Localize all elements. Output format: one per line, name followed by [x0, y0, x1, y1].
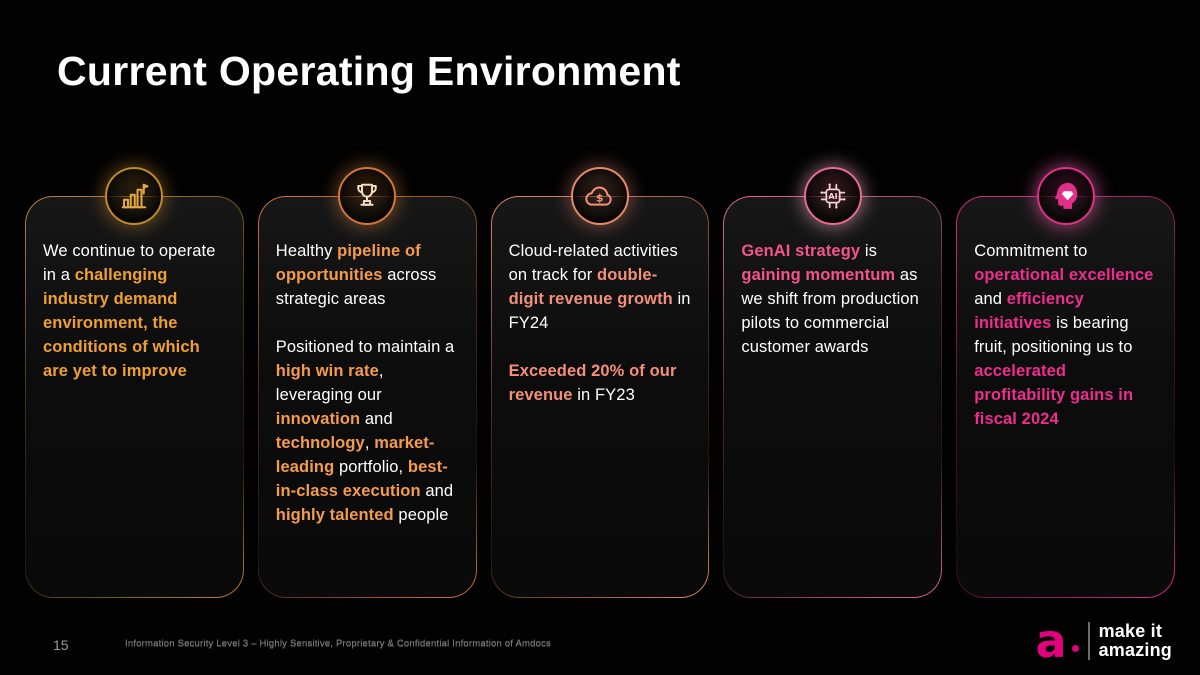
highlight-text: highly talented: [275, 506, 394, 524]
body-text: people: [393, 506, 449, 524]
card-body: We continue to operate in a challenging …: [43, 239, 226, 383]
genai-card: AI GenAI strategy is gaining momentum as…: [723, 167, 942, 598]
card-paragraph: We continue to operate in a challenging …: [43, 239, 226, 383]
body-text: as we shift from production pilots to co…: [741, 266, 919, 356]
cloud-revenue-card: $ Cloud-related activities on track for …: [491, 167, 710, 598]
card-paragraph: Exceeded 20% of our revenue in FY23: [509, 359, 692, 407]
industry-environment-card: We continue to operate in a challenging …: [25, 167, 244, 598]
svg-text:$: $: [596, 192, 603, 205]
highlight-text: operational excellence: [974, 266, 1154, 284]
card-paragraph: Commitment to operational excellence and…: [974, 239, 1157, 431]
profitability-card: Commitment to operational excellence and…: [956, 167, 1175, 598]
body-text: , leveraging our: [275, 362, 384, 404]
svg-text:AI: AI: [828, 192, 837, 201]
page-title: Current Operating Environment: [57, 48, 681, 94]
cloud-dollar-icon: $: [570, 167, 629, 225]
card-panel: We continue to operate in a challenging …: [25, 196, 244, 598]
body-text: Cloud-related activities on track for: [508, 242, 678, 284]
card-paragraph: GenAI strategy is gaining momentum as we…: [741, 239, 924, 359]
card-panel: Cloud-related activities on track for do…: [491, 196, 710, 598]
highlight-text: market-leading: [275, 434, 435, 476]
highlight-text: accelerated profitability gains in fisca…: [974, 362, 1134, 428]
body-text: We continue to operate in a: [43, 242, 216, 284]
brand-tagline: make it amazing: [1099, 622, 1172, 660]
highlight-text: double-digit revenue growth: [508, 266, 673, 308]
mind-diamond-icon: [1036, 167, 1095, 225]
ai-chip-icon: AI: [803, 167, 862, 225]
body-text: ,: [364, 434, 375, 452]
footer-classification-text: Information Security Level 3 – Highly Se…: [125, 638, 551, 649]
card-paragraph: Cloud-related activities on track for do…: [509, 239, 692, 335]
highlight-text: challenging industry demand environment,…: [43, 266, 200, 380]
highlight-text: GenAI strategy: [741, 242, 861, 260]
card-body: Commitment to operational excellence and…: [974, 239, 1157, 431]
highlight-text: innovation: [275, 410, 361, 428]
highlight-text: technology: [275, 434, 365, 452]
tagline-line-2: amazing: [1098, 640, 1172, 660]
body-text: in FY24: [508, 290, 691, 332]
highlight-text: pipeline of opportunities: [275, 242, 421, 284]
cards-row: We continue to operate in a challenging …: [25, 167, 1175, 598]
trophy-icon: [338, 167, 397, 225]
highlight-text: Exceeded 20% of our revenue: [508, 362, 677, 404]
body-text: and: [974, 290, 1007, 308]
amdocs-logo-icon: a: [1035, 614, 1067, 668]
card-body: GenAI strategy is gaining momentum as we…: [741, 239, 924, 359]
body-text: Commitment to: [974, 242, 1088, 260]
card-body: Cloud-related activities on track for do…: [509, 239, 692, 407]
highlight-text: gaining momentum: [741, 266, 896, 284]
body-text: portfolio,: [334, 458, 408, 476]
body-text: is bearing fruit, positioning us to: [974, 314, 1133, 356]
tagline-line-1: make it: [1098, 621, 1163, 641]
pipeline-card: Healthy pipeline of opportunities across…: [258, 167, 477, 598]
brand-lockup: a make it amazing: [1035, 614, 1172, 668]
highlight-text: efficiency initiatives: [974, 290, 1084, 332]
logo-dot-icon: [1071, 645, 1079, 652]
body-text: Healthy: [275, 242, 338, 260]
body-text: in FY23: [572, 386, 635, 404]
highlight-text: best-in-class execution: [275, 458, 448, 500]
growth-flag-icon: [105, 167, 164, 225]
card-paragraph: Positioned to maintain a high win rate, …: [276, 335, 459, 527]
card-body: Healthy pipeline of opportunities across…: [276, 239, 459, 527]
body-text: and: [360, 410, 393, 428]
body-text: and: [420, 482, 454, 500]
body-text: is: [860, 242, 877, 260]
body-text: across strategic areas: [275, 266, 437, 308]
page-number: 15: [53, 637, 69, 653]
card-panel: Commitment to operational excellence and…: [956, 196, 1175, 598]
logo-divider: [1087, 622, 1090, 660]
highlight-text: high win rate: [275, 362, 379, 380]
card-panel: Healthy pipeline of opportunities across…: [258, 196, 477, 598]
card-paragraph: Healthy pipeline of opportunities across…: [276, 239, 459, 311]
body-text: Positioned to maintain a: [275, 338, 455, 356]
card-panel: GenAI strategy is gaining momentum as we…: [723, 196, 942, 598]
